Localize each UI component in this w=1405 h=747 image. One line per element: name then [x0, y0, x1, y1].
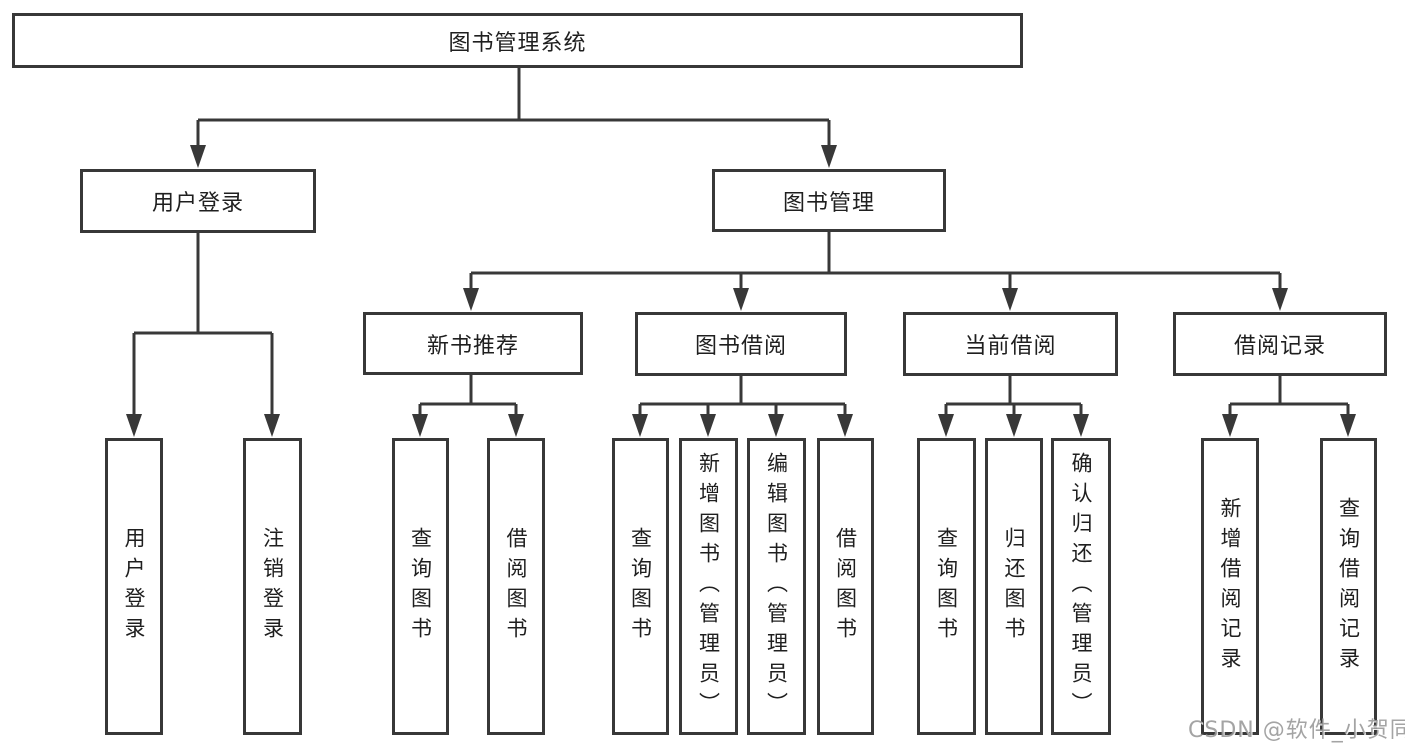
connector-user-login-to-leaves	[132, 233, 274, 418]
leaf-return-books: 归还图书	[985, 438, 1043, 735]
leaf-borrow-books-recommend-label: 借阅图书	[504, 526, 528, 647]
connector-current-borrow-to-leaves	[944, 376, 1083, 418]
leaf-borrow-books-label: 借阅图书	[833, 526, 858, 647]
leaf-query-borrow-record: 查询借阅记录	[1320, 438, 1377, 735]
leaf-query-books-borrow: 查询图书	[612, 438, 669, 735]
leaf-logout-label: 注销登录	[260, 526, 285, 647]
csdn-watermark: CSDN @软件_小贺同学	[1188, 718, 1405, 743]
connector-borrow-records-to-leaves	[1228, 376, 1350, 418]
leaf-add-borrow-record: 新增借阅记录	[1201, 438, 1259, 735]
node-borrow-records: 借阅记录	[1173, 312, 1387, 376]
leaf-edit-books-admin: 编辑图书（管理员）	[747, 438, 806, 735]
leaf-query-books-current-label: 查询图书	[934, 526, 959, 647]
leaf-add-books-admin-label: 新增图书（管理员）	[696, 451, 721, 722]
leaf-query-books-borrow-label: 查询图书	[628, 526, 653, 647]
node-root-system: 图书管理系统	[12, 13, 1023, 68]
connector-book-borrow-to-leaves	[638, 376, 847, 418]
node-current-borrow: 当前借阅	[903, 312, 1118, 376]
leaf-query-books-recommend-label: 查询图书	[408, 526, 433, 647]
node-user-login: 用户登录	[80, 169, 316, 233]
leaf-borrow-books: 借阅图书	[817, 438, 874, 735]
node-new-book-recommend: 新书推荐	[363, 312, 583, 375]
arrowheads	[126, 145, 1356, 437]
node-book-borrow: 图书借阅	[635, 312, 847, 376]
leaf-logout: 注销登录	[243, 438, 302, 735]
leaf-add-books-admin: 新增图书（管理员）	[679, 438, 738, 735]
connector-new-book-recommend-to-leaves	[418, 375, 518, 418]
leaf-borrow-books-recommend: 借阅图书	[487, 438, 545, 735]
leaf-add-borrow-record-label: 新增借阅记录	[1218, 496, 1242, 677]
leaf-user-login-label: 用户登录	[122, 526, 146, 647]
connector-root-to-branches	[196, 68, 831, 148]
leaf-return-books-label: 归还图书	[1002, 526, 1026, 647]
leaf-query-borrow-record-label: 查询借阅记录	[1336, 496, 1361, 677]
leaf-confirm-return-admin-label: 确认归还（管理员）	[1069, 451, 1093, 722]
leaf-user-login: 用户登录	[105, 438, 163, 735]
leaf-query-books-recommend: 查询图书	[392, 438, 449, 735]
connector-book-management-to-sections	[469, 232, 1282, 292]
leaf-edit-books-admin-label: 编辑图书（管理员）	[764, 451, 789, 722]
node-book-management: 图书管理	[712, 169, 946, 232]
leaf-query-books-current: 查询图书	[917, 438, 976, 735]
leaf-confirm-return-admin: 确认归还（管理员）	[1051, 438, 1111, 735]
